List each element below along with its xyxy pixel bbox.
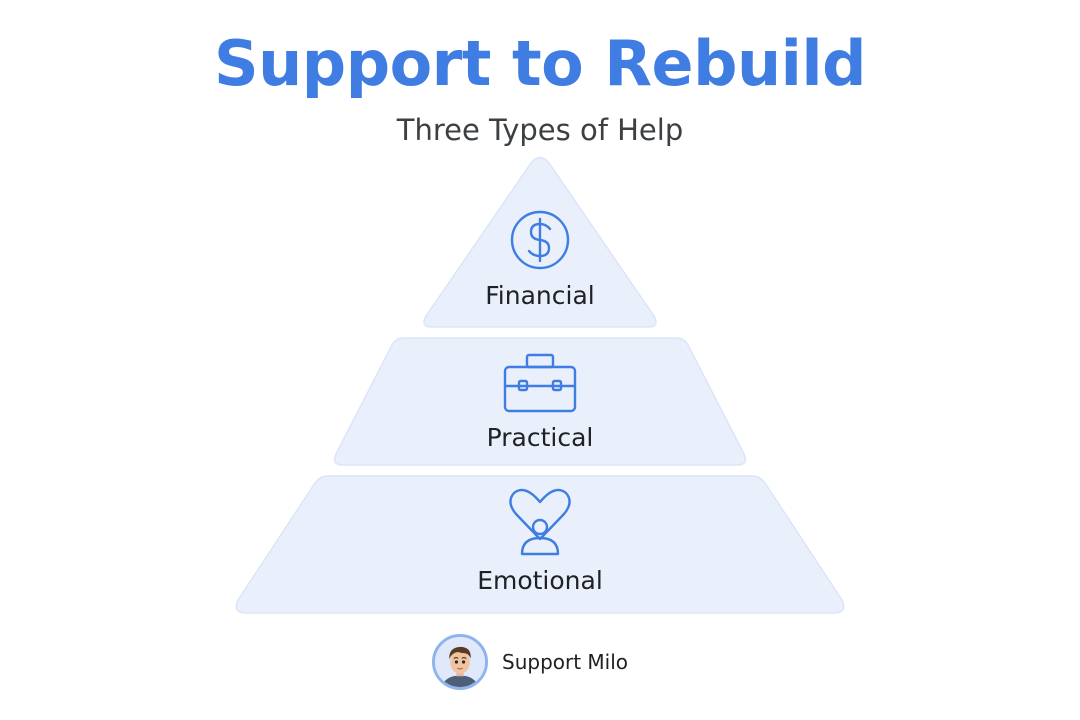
tier-practical-shape	[333, 337, 747, 466]
page-title: Support to Rebuild	[214, 27, 866, 100]
avatar	[432, 634, 488, 690]
author-credit: Support Milo	[432, 632, 628, 692]
tier-financial-label: Financial	[485, 281, 594, 310]
dollar-circle-icon	[510, 210, 570, 270]
page-subtitle: Three Types of Help	[396, 113, 684, 147]
tier-practical-label: Practical	[487, 423, 594, 452]
tier-financial: Financial	[423, 156, 657, 328]
briefcase-icon	[503, 353, 577, 413]
heart-person-icon	[509, 488, 571, 556]
author-name: Support Milo	[502, 650, 629, 674]
tier-practical: Practical	[333, 337, 747, 466]
tier-emotional-shape	[235, 475, 845, 614]
tier-emotional: Emotional	[235, 475, 845, 614]
tier-emotional-label: Emotional	[477, 566, 603, 595]
